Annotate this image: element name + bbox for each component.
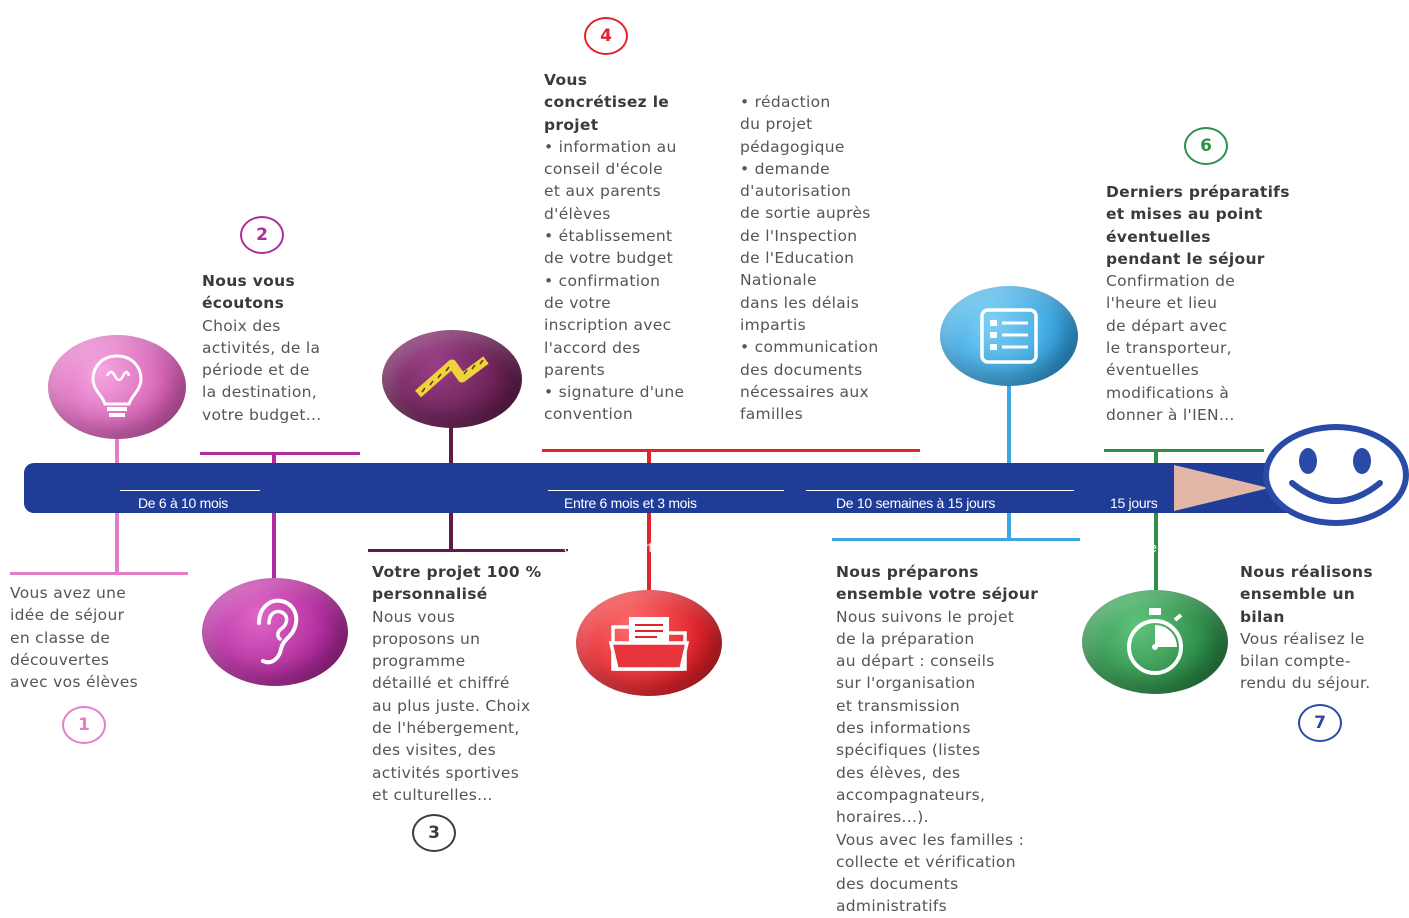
- step-3-line: [368, 549, 568, 552]
- step-2-number: 2: [240, 216, 284, 254]
- step-6-bubble: [1082, 590, 1228, 694]
- period-2-line2: avant le départ: [564, 539, 653, 555]
- timeline-bar: [24, 463, 1314, 513]
- tape-measure-icon: [415, 356, 489, 398]
- period-1-line2: avant le départ: [138, 539, 227, 555]
- step-3-number: 3: [412, 814, 456, 852]
- step-3-text-block: Votre projet 100 % personnalisé Nous vou…: [372, 561, 541, 806]
- period-2-label: Entre 6 mois et 3 mois avant le départ: [564, 470, 697, 558]
- step-6-number: 6: [1184, 127, 1228, 165]
- period-1-line1: De 6 à 10 mois: [138, 495, 228, 511]
- step-5-connector: [1007, 380, 1011, 540]
- step-6-body: Confirmation de l'heure et lieu de dépar…: [1106, 272, 1236, 424]
- step-1-number: 1: [62, 706, 106, 744]
- step-7-smiley: [1262, 423, 1409, 527]
- step-5-text-block: Nous préparons ensemble votre séjour Nou…: [836, 561, 1038, 918]
- step-5-title: Nous préparons ensemble votre séjour: [836, 563, 1039, 604]
- step-2-body: Choix des activités, de la période et de…: [202, 316, 322, 424]
- step-2-connector: [272, 452, 276, 582]
- ear-icon: [257, 598, 299, 665]
- step-7-number: 7: [1298, 704, 1342, 742]
- step-3-body: Nous vous proposons un programme détaill…: [372, 607, 531, 804]
- period-1-label: De 6 à 10 mois avant le départ: [138, 470, 228, 558]
- step-7-body: Vous réalisez le bilan compte- rendu du …: [1240, 629, 1371, 693]
- step-4-connector: [647, 449, 651, 599]
- period-2-underline: [548, 490, 784, 491]
- period-4-label: 15 jours avant le départ: [1110, 470, 1198, 558]
- step-4-line: [542, 449, 920, 452]
- step-1-line: [10, 572, 188, 575]
- step-4-bubble: [576, 590, 722, 696]
- step-5-line: [832, 538, 1080, 541]
- step-6-text-block: Derniers préparatifs et mises au point é…: [1106, 181, 1290, 426]
- checklist-icon: [980, 308, 1038, 364]
- timeline-arrow: [1174, 465, 1269, 511]
- period-3-label: De 10 semaines à 15 jours avant le dépar…: [836, 470, 995, 558]
- period-3-line1: De 10 semaines à 15 jours: [836, 495, 996, 511]
- period-1-underline: [120, 490, 260, 491]
- step-6-line: [1104, 449, 1264, 452]
- period-2-line1: Entre 6 mois et 3 mois: [564, 495, 697, 511]
- step-2-bubble: [202, 578, 348, 686]
- step-6-title: Derniers préparatifs et mises au point é…: [1106, 183, 1290, 268]
- step-2-text-block: Nous vous écoutons Choix des activités, …: [202, 270, 321, 426]
- step-1-bubble: [48, 335, 186, 439]
- step-1-text: Vous avez une idée de séjour en classe d…: [10, 584, 138, 692]
- step-7-text-block: Nous réalisons ensemble un bilan Vous ré…: [1240, 561, 1373, 695]
- period-4-line1: 15 jours: [1110, 495, 1158, 511]
- step-3-bubble: [382, 330, 522, 428]
- period-3-line2: avant le départ: [836, 539, 925, 555]
- period-4-line2: avant le départ: [1110, 539, 1199, 555]
- step-5-bubble: [940, 286, 1078, 386]
- step-4-body-right: • rédaction du projet pédagogique • dema…: [740, 93, 879, 424]
- step-5-body: Nous suivons le projet de la préparation…: [836, 607, 1025, 916]
- stopwatch-icon: [1127, 608, 1183, 675]
- folder-icon: [608, 617, 690, 671]
- smiley-icon: [1263, 424, 1409, 526]
- step-6-connector: [1154, 449, 1158, 599]
- period-3-underline: [806, 490, 1074, 491]
- step-4-title: Vous concrétisez le projet: [544, 71, 670, 134]
- lightbulb-icon: [91, 354, 143, 417]
- step-2-title: Nous vous écoutons: [202, 272, 295, 313]
- step-4-body-left: • information au conseil d'école et aux …: [544, 137, 685, 424]
- step-2-line: [200, 452, 360, 455]
- step-3-title: Votre projet 100 % personnalisé: [372, 563, 542, 604]
- step-7-title: Nous réalisons ensemble un bilan: [1240, 563, 1373, 626]
- step-4-number: 4: [584, 17, 628, 55]
- step-4-text-block: Vous concrétisez le projet • information…: [544, 69, 684, 426]
